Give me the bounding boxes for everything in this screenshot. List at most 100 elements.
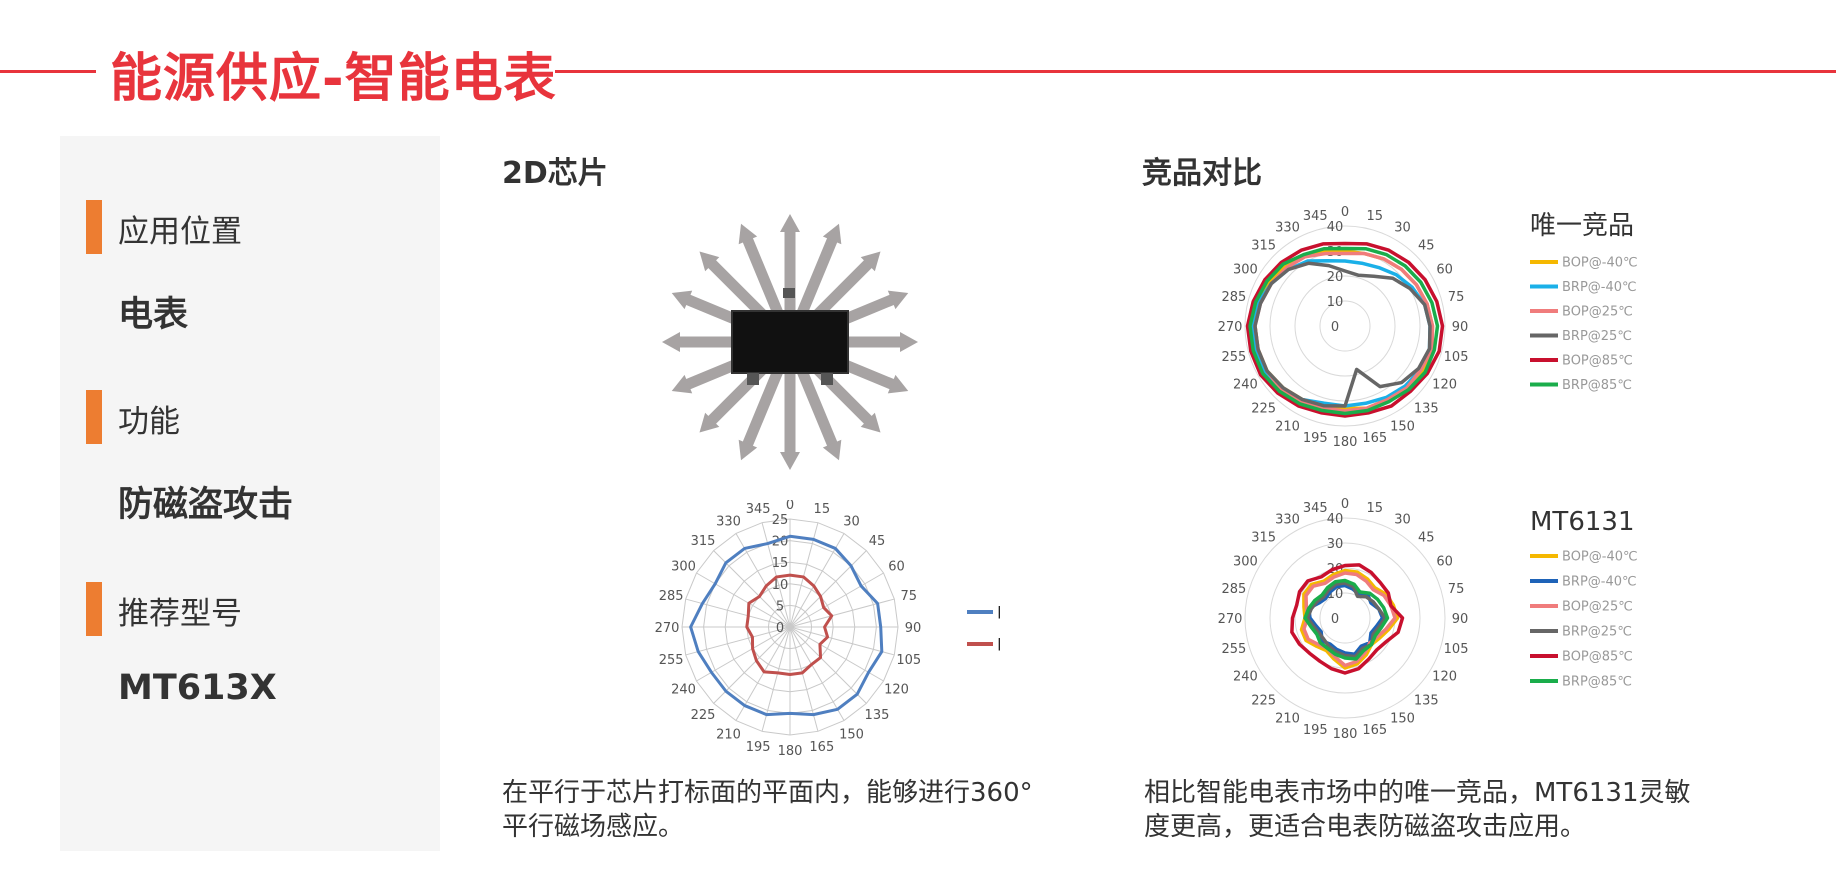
grid-spoke — [789, 626, 895, 656]
angle-tick-label: 135 — [1414, 401, 1439, 416]
chart-title: MT6131 — [1530, 507, 1634, 537]
angle-tick-label: 345 — [746, 502, 771, 517]
angle-tick-label: 75 — [1448, 290, 1465, 305]
radial-tick-label: 40 — [1327, 512, 1344, 527]
radial-tick-label: 10 — [772, 578, 789, 593]
angle-tick-label: 105 — [896, 653, 921, 668]
legend-label: BOP@25℃ — [1562, 600, 1633, 615]
legend-label: Brp — [997, 636, 1000, 656]
caption-competitor: 相比智能电表市场中的唯一竞品，MT6131灵敏 度更高，更适合电表防磁盗攻击应用… — [1144, 776, 1690, 844]
series-line — [745, 573, 834, 677]
angle-tick-label: 210 — [716, 728, 741, 743]
angle-tick-label: 0 — [1341, 205, 1349, 220]
angle-tick-label: 60 — [888, 560, 905, 575]
angle-tick-label: 180 — [1333, 727, 1358, 742]
angle-tick-label: 330 — [1275, 512, 1300, 527]
grid-spoke — [789, 550, 867, 628]
angle-tick-label: 165 — [1362, 723, 1387, 738]
title-line-left — [0, 70, 96, 73]
angle-tick-label: 270 — [655, 621, 680, 636]
grid-spoke — [696, 572, 791, 628]
section-value-function: 防磁盗攻击 — [118, 485, 294, 525]
angle-tick-label: 195 — [1303, 431, 1328, 446]
field-arrow-head — [738, 439, 758, 461]
series-line — [1302, 571, 1397, 668]
field-arrow-head — [887, 290, 909, 310]
field-arrow-head — [887, 374, 909, 394]
chart-title: 唯一竞品 — [1530, 211, 1634, 241]
angle-tick-label: 30 — [1394, 512, 1411, 527]
caption-line: 平行磁场感应。 — [502, 812, 685, 842]
angle-tick-label: 180 — [778, 744, 803, 759]
field-arrow-head — [671, 290, 693, 310]
angle-tick-label: 0 — [1341, 497, 1349, 512]
legend-label: BOP@85℃ — [1562, 354, 1633, 369]
angle-tick-label: 165 — [809, 740, 834, 755]
angle-tick-label: 105 — [1444, 642, 1469, 657]
field-arrow-head — [662, 332, 680, 352]
caption-2d-chip: 在平行于芯片打标面的平面内，能够进行360° 平行磁场感应。 — [502, 776, 1033, 844]
radial-tick-label: 5 — [776, 599, 784, 614]
angle-tick-label: 240 — [1233, 670, 1258, 685]
angle-tick-label: 135 — [1414, 693, 1439, 708]
legend-label: BRP@25℃ — [1562, 329, 1632, 344]
angle-tick-label: 300 — [671, 560, 696, 575]
grid-ring — [1319, 300, 1371, 352]
angle-tick-label: 285 — [1222, 582, 1247, 597]
section-marker — [86, 582, 102, 636]
legend-label: BRP@25℃ — [1562, 625, 1632, 640]
radial-tick-label: 10 — [1327, 295, 1344, 310]
grid-ring — [1244, 517, 1446, 719]
angle-tick-label: 105 — [1444, 350, 1469, 365]
panel-title-2d-chip: 2D芯片 — [502, 156, 608, 191]
angle-tick-label: 240 — [671, 683, 696, 698]
angle-tick-label: 300 — [1233, 263, 1258, 278]
radial-tick-label: 0 — [776, 621, 784, 636]
angle-tick-label: 45 — [1418, 239, 1435, 254]
field-arrow-head — [738, 223, 758, 245]
angle-tick-label: 15 — [814, 502, 831, 517]
chip-radial-field-icon — [662, 214, 918, 470]
caption-line: 相比智能电表市场中的唯一竞品，MT6131灵敏 — [1144, 778, 1691, 808]
angle-tick-label: 30 — [843, 514, 860, 529]
angle-tick-label: 60 — [1436, 555, 1453, 570]
angle-tick-label: 195 — [1303, 723, 1328, 738]
grid-ring — [1294, 275, 1396, 377]
grid-spoke — [685, 626, 791, 656]
angle-tick-label: 345 — [1303, 209, 1328, 224]
series-line — [689, 534, 884, 717]
angle-tick-label: 0 — [786, 500, 794, 513]
field-arrow-head — [699, 251, 720, 272]
angle-tick-label: 300 — [1233, 555, 1258, 570]
angle-tick-label: 315 — [691, 534, 716, 549]
legend-label: BOP@-40℃ — [1562, 256, 1638, 271]
field-arrow-head — [860, 412, 881, 433]
field-arrow-head — [822, 439, 842, 461]
angle-tick-label: 180 — [1333, 435, 1358, 450]
angle-tick-label: 285 — [659, 589, 684, 604]
angle-tick-label: 225 — [1251, 693, 1276, 708]
angle-tick-label: 315 — [1251, 239, 1276, 254]
angle-tick-label: 330 — [1275, 220, 1300, 235]
section-marker — [86, 390, 102, 444]
grid-spoke — [789, 572, 884, 628]
angle-tick-label: 270 — [1218, 320, 1243, 335]
angle-tick-label: 210 — [1275, 420, 1300, 435]
section-label-location: 应用位置 — [118, 214, 242, 250]
radial-tick-label: 20 — [1327, 270, 1344, 285]
radial-tick-label: 30 — [1327, 537, 1344, 552]
angle-tick-label: 240 — [1233, 378, 1258, 393]
caption-line: 度更高，更适合电表防磁盗攻击应用。 — [1144, 812, 1587, 842]
angle-tick-label: 210 — [1275, 712, 1300, 727]
series-line — [1290, 563, 1405, 675]
angle-tick-label: 225 — [691, 708, 716, 723]
legend-label: BOP@85℃ — [1562, 650, 1633, 665]
legend-label: BOP@-40℃ — [1562, 550, 1638, 565]
angle-tick-label: 225 — [1251, 401, 1276, 416]
radial-tick-label: 40 — [1327, 220, 1344, 235]
section-label-function: 功能 — [118, 404, 180, 440]
angle-tick-label: 165 — [1362, 431, 1387, 446]
legend-label: BOP@25℃ — [1562, 305, 1633, 320]
